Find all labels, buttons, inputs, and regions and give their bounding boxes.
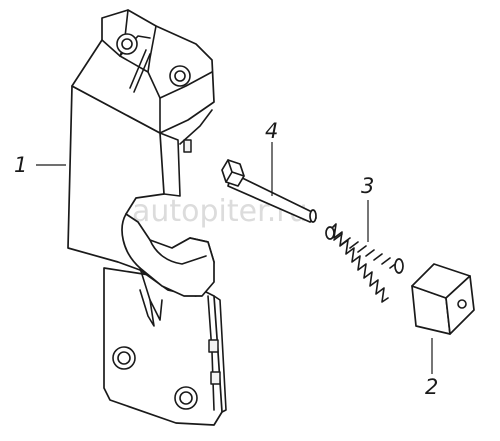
callout-4: 4 bbox=[265, 119, 278, 143]
callout-2: 2 bbox=[425, 375, 438, 399]
callout-1: 1 bbox=[14, 153, 27, 177]
pin-part bbox=[221, 159, 317, 223]
spring-part bbox=[325, 223, 404, 303]
cube-hole bbox=[457, 299, 467, 309]
callout-3: 3 bbox=[361, 174, 374, 198]
cube-part bbox=[411, 263, 475, 335]
callout-leaders bbox=[36, 142, 433, 374]
lock-body-part bbox=[67, 9, 227, 426]
